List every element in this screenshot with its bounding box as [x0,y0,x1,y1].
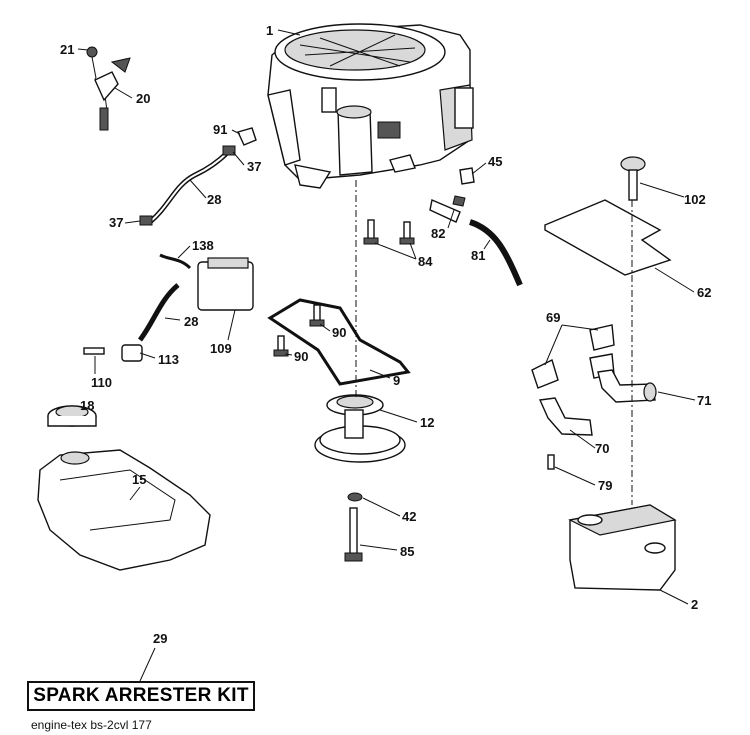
spark-arrester-kit-label: SPARK ARRESTER KIT [27,681,255,711]
callout-113: 113 [158,352,179,367]
callout-138: 138 [192,238,214,253]
callout-85: 85 [400,544,414,559]
throttle-linkage [86,46,131,131]
callout-79: 79 [598,478,612,493]
exhaust-pipes [531,324,657,436]
callout-21: 21 [60,42,74,57]
callout-109: 109 [210,341,232,356]
callout-42: 42 [402,509,416,524]
callout-90-upper: 90 [332,325,346,340]
callout-91: 91 [213,122,227,137]
diagram-footer-code: engine-tex bs-2cvl 177 [31,718,152,732]
callout-70: 70 [595,441,609,456]
callout-110: 110 [91,375,112,390]
callout-62: 62 [697,285,711,300]
fuel-hose-upper [139,127,257,226]
callout-90-lower: 90 [294,349,308,364]
callout-28-upper: 28 [207,192,221,207]
bracket-9 [267,298,411,386]
callout-71: 71 [697,393,711,408]
fuel-filter-group [429,167,523,287]
callout-81: 81 [471,248,485,263]
washer-bolt [344,492,363,562]
callout-37-upper: 37 [247,159,261,174]
callout-12: 12 [420,415,434,430]
callout-37-lower: 37 [109,215,123,230]
callout-20: 20 [136,91,150,106]
muffler-2 [568,504,677,591]
callout-1: 1 [266,23,273,38]
fuel-tank-15 [37,405,211,571]
callout-9: 9 [393,373,400,388]
callout-45: 45 [488,154,502,169]
callout-102: 102 [684,192,706,207]
callout-69: 69 [546,310,560,325]
heat-shield-62 [544,199,672,276]
callout-82: 82 [431,226,445,241]
callout-labels: 1 21 20 91 37 28 37 45 102 82 84 81 62 1… [60,23,711,646]
callout-15: 15 [132,472,146,487]
engine-assembly [267,23,474,189]
fuel-pump-group [83,253,254,362]
callout-84: 84 [418,254,433,269]
callout-28-lower: 28 [184,314,198,329]
callout-29: 29 [153,631,167,646]
callout-2: 2 [691,597,698,612]
callout-18: 18 [80,398,94,413]
pulley-12 [314,394,406,463]
leader-lines [77,29,696,682]
bolts [273,156,646,470]
